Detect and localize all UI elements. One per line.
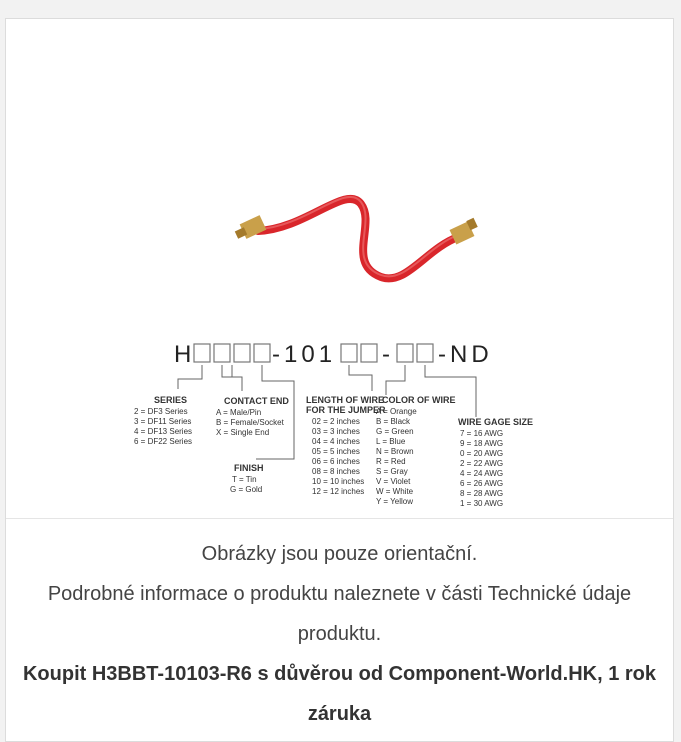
caption-details-note: Podrobné informace o produktu naleznete …: [47, 583, 632, 645]
svg-text:R = Red: R = Red: [376, 457, 406, 466]
svg-text:A = Orange: A = Orange: [376, 407, 417, 416]
svg-text:CONTACT END: CONTACT END: [224, 396, 289, 406]
svg-text:Y = Yellow: Y = Yellow: [376, 497, 413, 506]
svg-text:4 = 24 AWG: 4 = 24 AWG: [460, 469, 503, 478]
svg-text:S = Gray: S = Gray: [376, 467, 408, 476]
svg-text:6 = 26 AWG: 6 = 26 AWG: [460, 479, 503, 488]
svg-text:0 = 20 AWG: 0 = 20 AWG: [460, 449, 503, 458]
series-legend: SERIES 2 = DF3 Series 3 = DF11 Series 4 …: [134, 395, 192, 446]
svg-text:COLOR OF WIRE: COLOR OF WIRE: [382, 395, 456, 405]
red-wire: [254, 194, 462, 283]
svg-text:B = Female/Socket: B = Female/Socket: [216, 418, 285, 427]
svg-text:03 = 3 inches: 03 = 3 inches: [312, 427, 360, 436]
svg-text:FINISH: FINISH: [234, 463, 264, 473]
svg-text:2 = 22 AWG: 2 = 22 AWG: [460, 459, 503, 468]
svg-text:2 = DF3 Series: 2 = DF3 Series: [134, 407, 188, 416]
right-connector: [449, 217, 478, 245]
caption-buy-note: Koupit H3BBT-10103-R6 s důvěrou od Compo…: [22, 663, 657, 725]
length-legend: LENGTH OF WIRE FOR THE JUMPER 02 = 2 inc…: [306, 395, 386, 496]
svg-text:08 = 8 inches: 08 = 8 inches: [312, 467, 360, 476]
product-image[interactable]: H -101 - -ND: [6, 19, 673, 517]
contact-end-legend: CONTACT END A = Male/Pin B = Female/Sock…: [216, 396, 289, 437]
svg-text:8 = 28 AWG: 8 = 28 AWG: [460, 489, 503, 498]
svg-text:10 = 10 inches: 10 = 10 inches: [312, 477, 364, 486]
svg-text:1 = 30 AWG: 1 = 30 AWG: [460, 499, 503, 508]
svg-text:-: -: [382, 341, 390, 368]
bracket-lines: [177, 365, 477, 460]
svg-text:12 = 12 inches: 12 = 12 inches: [312, 487, 364, 496]
svg-text:06 = 6 inches: 06 = 6 inches: [312, 457, 360, 466]
svg-text:T = Tin: T = Tin: [232, 475, 257, 484]
svg-text:9 = 18 AWG: 9 = 18 AWG: [460, 439, 503, 448]
svg-text:G = Green: G = Green: [376, 427, 414, 436]
svg-text:04 = 4 inches: 04 = 4 inches: [312, 437, 360, 446]
svg-text:02 = 2 inches: 02 = 2 inches: [312, 417, 360, 426]
svg-text:W = White: W = White: [376, 487, 414, 496]
svg-text:3 = DF11 Series: 3 = DF11 Series: [134, 417, 191, 426]
svg-text:G = Gold: G = Gold: [230, 485, 262, 494]
svg-text:L = Blue: L = Blue: [376, 437, 406, 446]
image-caption: Obrázky jsou pouze orientační. Podrobné …: [6, 534, 673, 734]
svg-text:6 = DF22 Series: 6 = DF22 Series: [134, 437, 192, 446]
svg-text:4 = DF13 Series: 4 = DF13 Series: [134, 427, 192, 436]
svg-text:FOR THE JUMPER: FOR THE JUMPER: [306, 405, 386, 415]
svg-text:7 = 16 AWG: 7 = 16 AWG: [460, 429, 503, 438]
svg-text:A = Male/Pin: A = Male/Pin: [216, 408, 261, 417]
left-connector: [234, 215, 267, 239]
svg-text:N = Brown: N = Brown: [376, 447, 414, 456]
svg-text:SERIES: SERIES: [154, 395, 187, 405]
product-image-card: H -101 - -ND: [5, 18, 674, 742]
jumper-wire-diagram: H -101 - -ND: [134, 194, 533, 508]
finish-legend: FINISH T = Tin G = Gold: [230, 463, 264, 494]
svg-text:WIRE GAGE SIZE: WIRE GAGE SIZE: [458, 417, 533, 427]
svg-text:LENGTH OF WIRE: LENGTH OF WIRE: [306, 395, 384, 405]
svg-text:V = Violet: V = Violet: [376, 477, 411, 486]
divider: [6, 518, 673, 519]
part-number-code: H -101 - -ND: [174, 341, 493, 368]
svg-text:H: H: [174, 341, 191, 368]
svg-text:B = Black: B = Black: [376, 417, 411, 426]
svg-text:05 = 5 inches: 05 = 5 inches: [312, 447, 360, 456]
wire-gage-legend: WIRE GAGE SIZE 7 = 16 AWG 9 = 18 AWG 0 =…: [458, 417, 533, 508]
color-legend: COLOR OF WIRE A = Orange B = Black G = G…: [376, 395, 456, 506]
svg-text:X = Single End: X = Single End: [216, 428, 269, 437]
caption-disclaimer: Obrázky jsou pouze orientační.: [201, 543, 478, 565]
svg-text:-ND: -ND: [438, 341, 493, 368]
svg-text:-101: -101: [272, 341, 336, 368]
